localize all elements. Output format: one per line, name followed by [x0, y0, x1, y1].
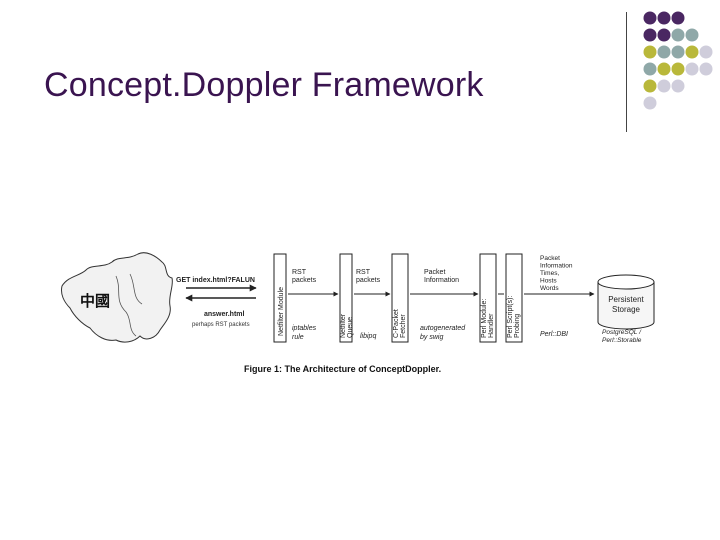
china-river-line	[129, 273, 143, 305]
netfilter-queue-label: NetfilterQueue	[340, 313, 354, 338]
packet-info-item: Words	[540, 285, 559, 292]
perl-module-line: Perl Module:	[481, 299, 488, 338]
decorative-dot-grid	[643, 11, 713, 110]
architecture-figure: 中國 GET index.html?FALUN answer.html perh…	[61, 252, 655, 374]
slide-title: Concept.Doppler Framework	[44, 66, 484, 104]
iptables-rule-label: iptables	[292, 325, 317, 332]
dot	[657, 62, 671, 76]
rst-packets-label: RST	[292, 269, 307, 276]
dot	[699, 45, 713, 59]
packet-information-label: Packet	[424, 269, 445, 276]
dot	[643, 62, 657, 76]
c-packet-fetcher-line: Fetcher	[400, 314, 407, 338]
figure-caption: Figure 1: The Architecture of ConceptDop…	[244, 364, 441, 374]
dot	[657, 28, 671, 42]
persistent-storage-cylinder	[597, 282, 655, 330]
rst-packets-label: packets	[356, 277, 381, 284]
netfilter-queue-box	[339, 253, 353, 343]
packet-info-list: Packet Information Times, Hosts Words	[540, 255, 574, 292]
c-packet-fetcher-box	[391, 253, 409, 343]
rst-packets-label: RST	[356, 269, 371, 276]
dot	[699, 62, 713, 76]
dot	[643, 28, 657, 42]
dot	[643, 45, 657, 59]
packet-info-item: Times,	[540, 270, 559, 277]
perl-module-line: Handler	[488, 313, 495, 338]
request-label: GET index.html?FALUN	[176, 277, 255, 284]
perl-module-label: Perl Module:Handler	[481, 299, 495, 338]
china-label: 中國	[80, 292, 110, 310]
dot	[685, 28, 699, 42]
dot	[685, 45, 699, 59]
autogenerated-label: autogenerated	[420, 325, 466, 332]
dot	[643, 11, 657, 25]
netfilter-module-label: Netfilter Module	[278, 287, 285, 336]
packet-info-item: Packet	[540, 255, 560, 262]
storage-note: Perl::Storable	[602, 337, 642, 344]
dot	[671, 11, 685, 25]
china-river-line	[115, 275, 137, 337]
iptables-rule-label: rule	[292, 334, 304, 341]
dot	[671, 28, 685, 42]
perl-script-line: Probing	[514, 314, 521, 338]
persistent-storage-label: Storage	[612, 305, 641, 314]
rst-packets-label: packets	[292, 277, 317, 284]
perl-script-label: Perl Script(s):Probing	[507, 296, 521, 338]
netfilter-queue-line: Netfilter	[340, 313, 347, 338]
dot	[671, 45, 685, 59]
packet-information-label: Information	[424, 277, 459, 284]
dot	[657, 45, 671, 59]
dot	[643, 96, 657, 110]
storage-note: PostgreSQL /	[602, 329, 642, 336]
reply-label: answer.html	[204, 311, 245, 318]
perl-dbi-label: Perl::DBI	[540, 331, 568, 338]
persistent-storage-label: Persistent	[608, 295, 644, 304]
packet-info-item: Information	[540, 263, 573, 270]
perl-module-box	[479, 253, 497, 343]
persistent-storage-top	[597, 274, 655, 290]
perl-script-box	[505, 253, 523, 343]
dot	[657, 79, 671, 93]
dot	[671, 79, 685, 93]
title-divider-line	[626, 12, 627, 132]
autogenerated-label: by swig	[420, 334, 443, 341]
dot	[657, 11, 671, 25]
dot	[643, 79, 657, 93]
dot	[685, 62, 699, 76]
perl-script-line: Perl Script(s):	[507, 296, 514, 338]
c-packet-fetcher-label: C-PacketFetcher	[393, 309, 407, 338]
packet-info-item: Hosts	[540, 278, 557, 285]
netfilter-queue-line: Queue	[347, 317, 354, 338]
netfilter-module-box	[273, 253, 287, 343]
china-map-outline	[61, 252, 173, 343]
c-packet-fetcher-line: C-Packet	[393, 309, 400, 338]
libipq-label: libipq	[360, 333, 376, 340]
dot	[671, 62, 685, 76]
reply-note: perhaps RST packets	[192, 322, 250, 328]
